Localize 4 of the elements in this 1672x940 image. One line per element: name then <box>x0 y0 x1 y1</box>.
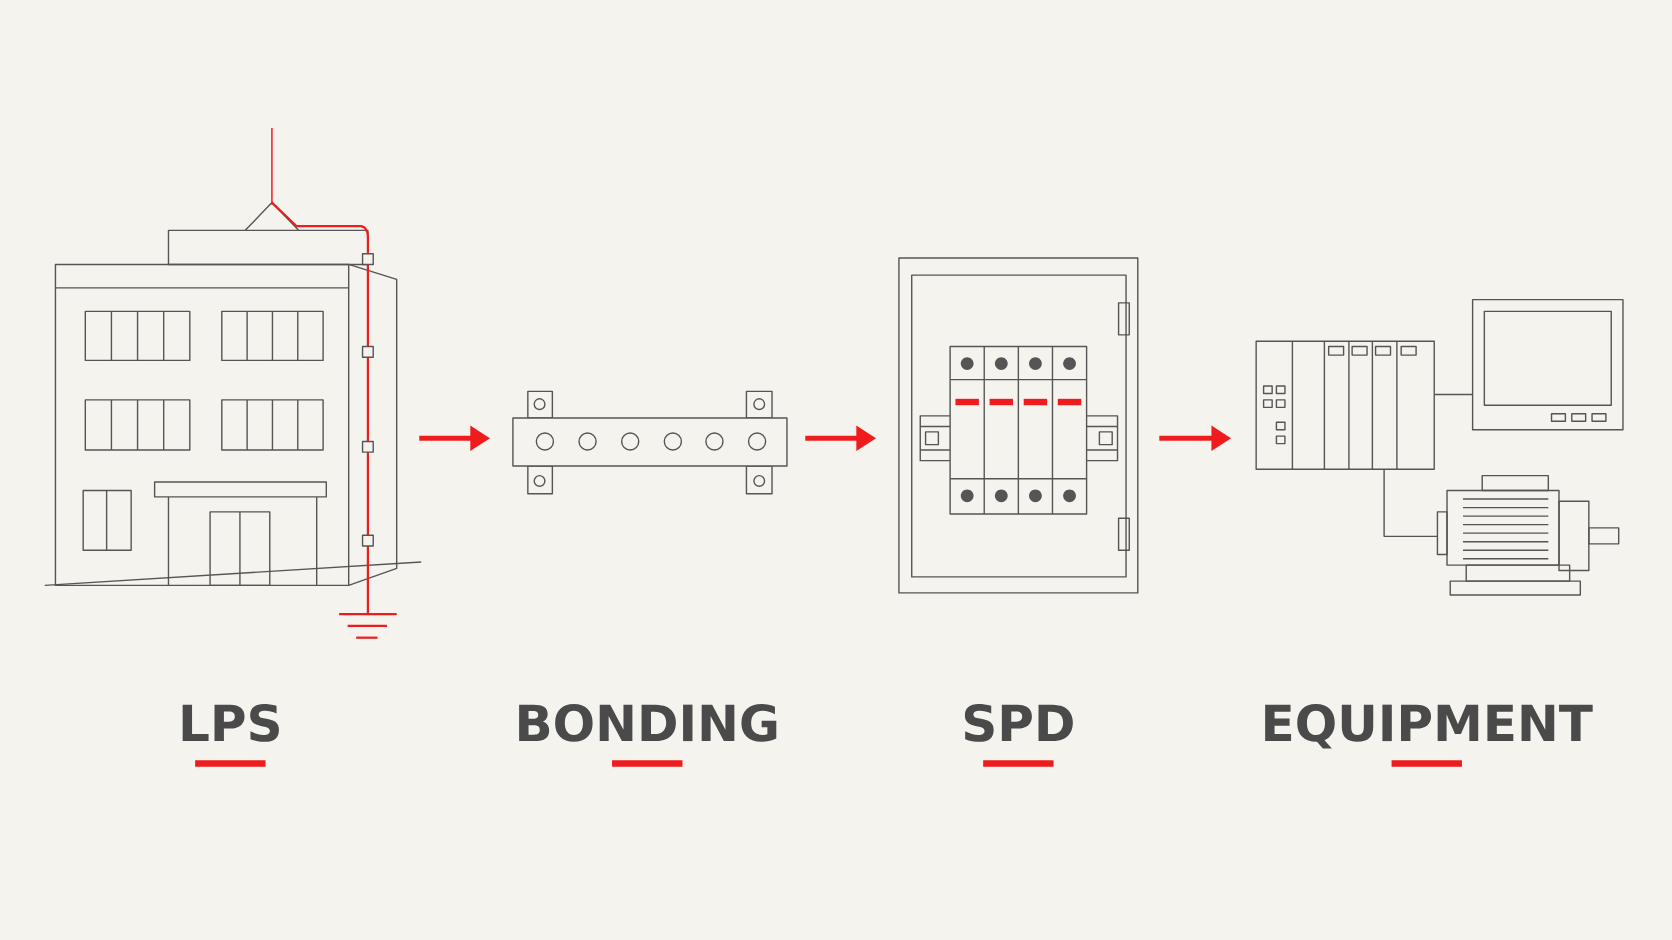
label: SPD <box>964 703 1073 742</box>
label: BONDING <box>519 703 777 742</box>
label: EQUIPMENT <box>1265 703 1593 749</box>
label: LPS <box>182 703 279 742</box>
